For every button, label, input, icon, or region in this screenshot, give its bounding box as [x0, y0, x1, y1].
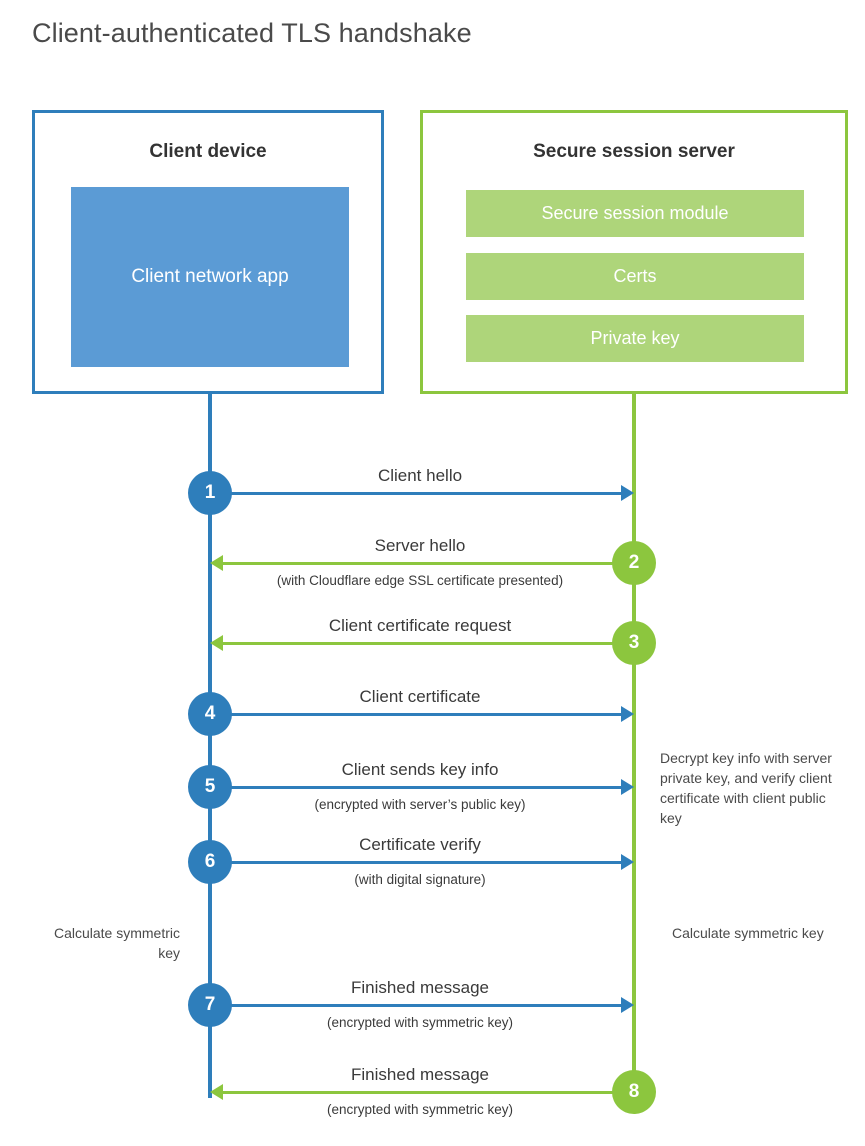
step-badge-7[interactable]: 7: [188, 983, 232, 1027]
step-badge-8[interactable]: 8: [612, 1070, 656, 1114]
message-label-6: Certificate verify: [359, 835, 481, 854]
note-client-calculate-symmetric-key: Calculate symmetric key: [53, 925, 180, 961]
message-arrow-2: [220, 562, 624, 565]
note-server-calculate-symmetric-key: Calculate symmetric key: [672, 925, 824, 941]
message-arrow-5: [220, 786, 624, 789]
message-arrowhead-3: [210, 635, 223, 651]
message-sublabel-7: (encrypted with symmetric key): [326, 1015, 514, 1030]
client-network-app-block: Client network app: [71, 187, 349, 367]
step-badge-5[interactable]: 5: [188, 765, 232, 809]
message-label-2: Server hello: [374, 536, 466, 555]
message-arrowhead-7: [621, 997, 634, 1013]
server-component-secure-session-module: Secure session module: [466, 190, 804, 237]
message-sublabel-8: (encrypted with symmetric key): [326, 1102, 514, 1117]
server-component-certs: Certs: [466, 253, 804, 300]
actor-title-server: Secure session server: [533, 141, 735, 162]
message-sublabel-2: (with Cloudflare edge SSL certificate pr…: [276, 573, 564, 588]
message-sublabel-5: (encrypted with server’s public key): [314, 797, 526, 812]
message-arrowhead-8: [210, 1084, 223, 1100]
actor-box-client: Client device Client network app: [32, 110, 384, 394]
message-arrow-4: [220, 713, 624, 716]
message-label-5: Client sends key info: [341, 760, 499, 779]
message-arrowhead-5: [621, 779, 634, 795]
page-title: Client-authenticated TLS handshake: [32, 18, 472, 48]
message-arrowhead-4: [621, 706, 634, 722]
server-component-private-key: Private key: [466, 315, 804, 362]
message-sublabel-6: (with digital signature): [354, 872, 486, 887]
message-label-3: Client certificate request: [328, 616, 512, 635]
lifeline-client: [208, 392, 212, 1098]
message-label-4: Client certificate: [359, 687, 481, 706]
actor-title-client: Client device: [149, 141, 267, 162]
message-arrow-7: [220, 1004, 624, 1007]
step-badge-6[interactable]: 6: [188, 840, 232, 884]
note-server-decrypt-verify: Decrypt key info with server private key…: [660, 750, 832, 826]
message-arrowhead-1: [621, 485, 634, 501]
message-arrowhead-6: [621, 854, 634, 870]
lifeline-server: [632, 392, 636, 1092]
message-label-7: Finished message: [351, 978, 489, 997]
message-arrow-8: [220, 1091, 624, 1094]
actor-box-server: Secure session server Secure session mod…: [420, 110, 848, 394]
message-arrow-1: [220, 492, 624, 495]
message-label-1: Client hello: [377, 466, 463, 485]
step-badge-1[interactable]: 1: [188, 471, 232, 515]
message-label-8: Finished message: [351, 1065, 489, 1084]
message-arrowhead-2: [210, 555, 223, 571]
step-badge-3[interactable]: 3: [612, 621, 656, 665]
message-arrow-3: [220, 642, 624, 645]
step-badge-2[interactable]: 2: [612, 541, 656, 585]
step-badge-4[interactable]: 4: [188, 692, 232, 736]
message-arrow-6: [220, 861, 624, 864]
